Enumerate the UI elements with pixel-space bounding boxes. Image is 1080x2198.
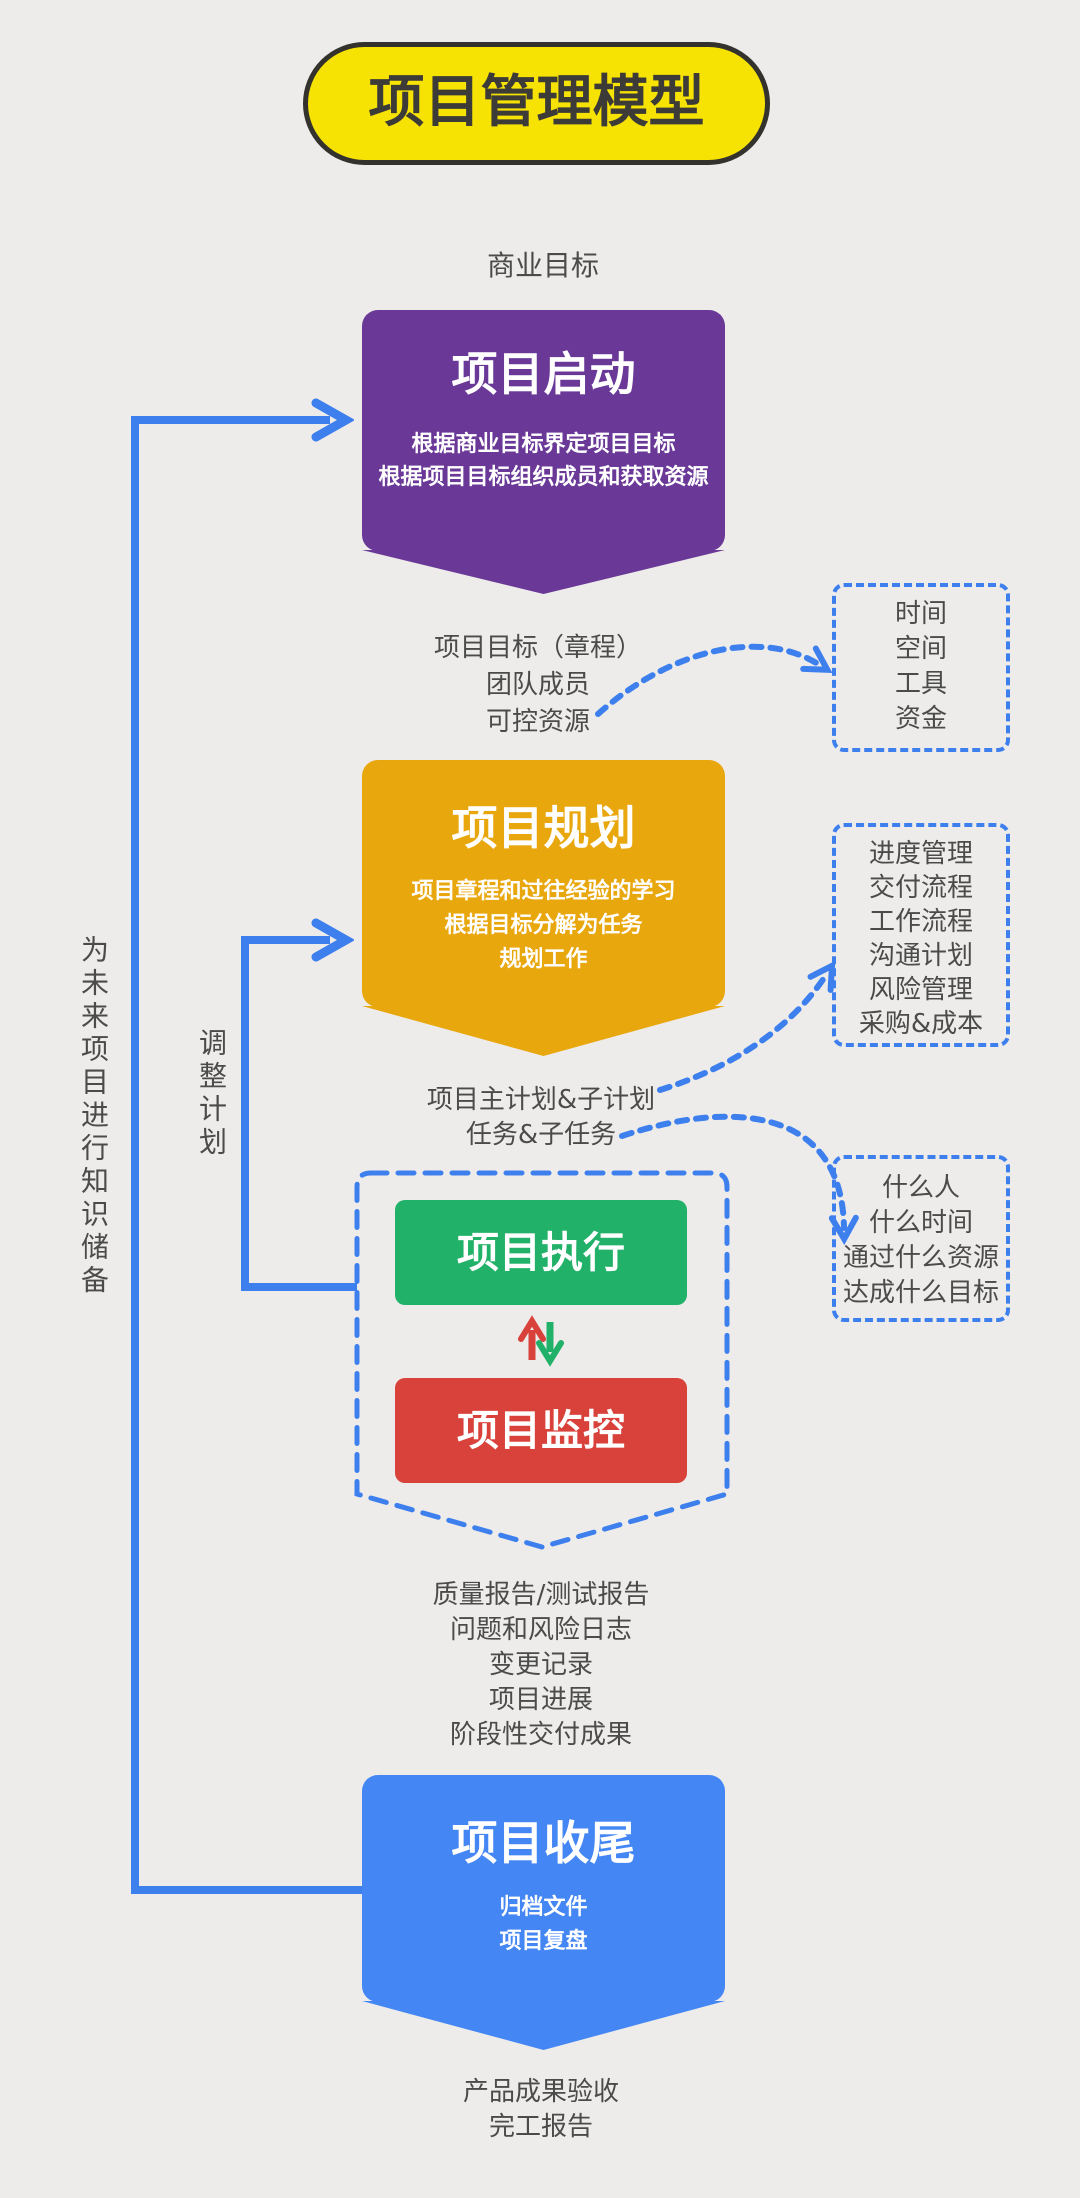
output-line: 问题和风险日志 [449,1615,632,1645]
initiation-banner-body [362,310,725,551]
resource-item: 时间 [894,599,947,629]
task-item: 达成什么目标 [842,1278,999,1308]
initiation-desc-line: 根据商业目标界定项目目标 [411,432,676,457]
initiation-desc-line: 根据项目目标组织成员和获取资源 [378,465,709,490]
resources-box: 时间 空间 工具 资金 [832,583,1010,752]
management-plans-box: 进度管理 交付流程 工作流程 沟通计划 风险管理 采购&成本 [832,823,1010,1047]
output-line: 项目主计划&子计划 [426,1085,656,1115]
output-line: 质量报告/测试报告 [432,1580,650,1610]
task-item: 什么人 [881,1173,960,1203]
initiation-title: 项目启动 [451,347,636,401]
output-line: 团队成员 [485,670,590,700]
execution-box: 项目执行 [395,1200,687,1305]
planning-desc-line: 根据目标分解为任务 [444,913,643,938]
monitoring-box: 项目监控 [395,1378,687,1483]
closing-banner: 项目收尾 归档文件 项目复盘 [362,1775,725,2051]
initiation-banner: 项目启动 根据商业目标界定项目目标 根据项目目标组织成员和获取资源 [362,310,725,596]
initiation-banner-point [362,550,725,594]
output-line: 完工报告 [488,2112,593,2142]
output-line: 产品成果验收 [462,2077,619,2107]
planning-desc-line: 项目章程和过往经验的学习 [411,879,676,904]
closing-banner-body [362,1775,725,2002]
adjust-plan-loop-arrow [241,940,357,1291]
output-line: 变更记录 [488,1650,593,1680]
plan-item: 风险管理 [868,975,973,1005]
task-item: 什么时间 [868,1208,973,1238]
resource-item: 空间 [894,634,947,664]
resource-item: 工具 [894,669,947,699]
output-line: 阶段性交付成果 [449,1720,632,1750]
planning-desc: 项目章程和过往经验的学习 根据目标分解为任务 规划工作 [362,875,725,977]
closing-banner-point [362,2001,725,2050]
planning-banner: 项目规划 项目章程和过往经验的学习 根据目标分解为任务 规划工作 [362,760,725,1058]
planning-desc-line: 规划工作 [499,947,588,972]
plan-item: 沟通计划 [868,941,973,971]
output-line: 项目目标（章程） [433,633,642,663]
plan-item: 工作流程 [868,907,973,937]
planning-title: 项目规划 [451,801,636,855]
diagram-title: 项目管理模型 [303,42,770,165]
output-line: 任务&子任务 [465,1120,617,1150]
plan-item: 交付流程 [868,873,973,903]
plan-item: 进度管理 [868,839,973,869]
adjust-plan-label: 调整计划 [195,1028,228,1160]
output-line: 可控资源 [485,707,590,737]
closing-desc: 归档文件 项目复盘 [362,1891,725,1959]
plan-item: 采购&成本 [858,1009,984,1039]
task-item: 通过什么资源 [842,1243,999,1273]
execution-outputs: 质量报告/测试报告 问题和风险日志 变更记录 项目进展 阶段性交付成果 [391,1578,691,1753]
planning-banner-body [362,760,725,1007]
planning-outputs: 项目主计划&子计划 任务&子任务 [391,1083,691,1153]
knowledge-loop-arrow [131,420,362,1894]
planning-banner-point [362,1006,725,1056]
knowledge-loop-label: 为未来项目进行知识储备 [77,935,110,1298]
business-goal-label: 商业目标 [486,249,599,282]
initiation-outputs: 项目目标（章程） 团队成员 可控资源 [388,630,688,741]
resource-item: 资金 [894,704,947,734]
closing-title: 项目收尾 [451,1816,636,1870]
closing-desc-line: 归档文件 [499,1895,588,1920]
initiation-desc: 根据商业目标界定项目目标 根据项目目标组织成员和获取资源 [362,428,725,494]
closing-outputs: 产品成果验收 完工报告 [391,2075,691,2145]
output-line: 项目进展 [488,1685,593,1715]
task-elements-box: 什么人 什么时间 通过什么资源 达成什么目标 [832,1155,1010,1322]
closing-desc-line: 项目复盘 [499,1929,588,1954]
